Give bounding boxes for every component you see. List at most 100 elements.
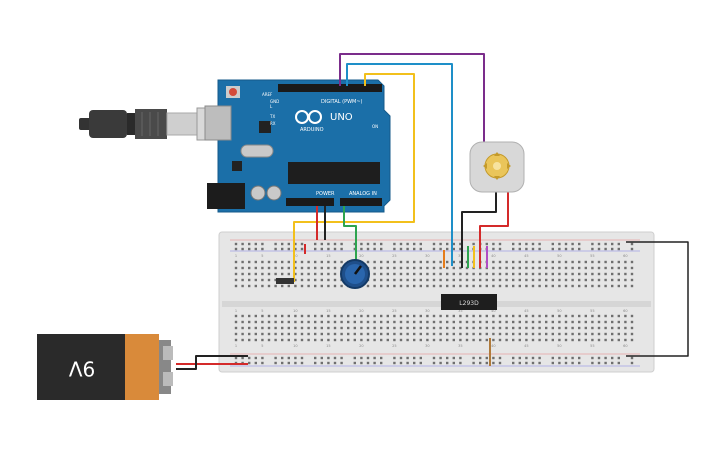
breadboard-hole — [591, 260, 594, 264]
breadboard-hole — [591, 272, 594, 276]
power-header — [286, 198, 334, 206]
breadboard-hole — [465, 332, 469, 336]
breadboard-hole — [558, 272, 561, 276]
breadboard-hole — [360, 247, 363, 251]
wires — [176, 53, 689, 370]
breadboard-hole — [300, 338, 304, 342]
breadboard-hole — [498, 247, 502, 251]
breadboard-hole — [413, 361, 416, 365]
breadboard-hole — [234, 320, 238, 324]
breadboard-hole — [386, 266, 389, 270]
breadboard-hole — [248, 284, 251, 288]
breadboard-hole — [399, 247, 403, 251]
breadboard-hole — [373, 361, 376, 365]
breadboard-hole — [300, 247, 304, 251]
breadboard-hole — [584, 260, 587, 264]
breadboard-hole — [538, 314, 541, 318]
breadboard-hole — [531, 356, 535, 360]
breadboard-hole — [525, 356, 528, 360]
breadboard-hole — [492, 314, 495, 318]
breadboard-hole — [571, 332, 574, 336]
breadboard-hole — [617, 266, 620, 270]
breadboard-hole — [611, 338, 614, 342]
breadboard-column-number: 15 — [326, 309, 330, 313]
breadboard-hole — [406, 338, 409, 342]
wire-yellow — [293, 73, 415, 282]
breadboard-hole — [419, 338, 422, 342]
breadboard-column-number: 15 — [326, 344, 330, 348]
breadboard-hole — [340, 338, 343, 342]
breadboard-hole — [373, 314, 376, 318]
breadboard-hole — [459, 314, 462, 318]
breadboard-hole — [591, 338, 594, 342]
breadboard-hole — [492, 272, 495, 276]
breadboard-hole — [518, 242, 521, 246]
breadboard-hole — [261, 356, 264, 360]
breadboard-hole — [505, 332, 508, 336]
breadboard-hole — [518, 266, 521, 270]
breadboard-hole — [386, 260, 389, 264]
breadboard-hole — [261, 242, 264, 246]
breadboard-hole — [505, 284, 508, 288]
breadboard-hole — [393, 247, 396, 251]
gnd-label: GND — [270, 99, 279, 104]
breadboard-hole — [630, 266, 634, 270]
potentiometer[interactable] — [340, 259, 370, 289]
breadboard-hole — [314, 314, 317, 318]
breadboard-hole — [604, 242, 607, 246]
breadboard-hole — [591, 284, 594, 288]
breadboard-hole — [281, 326, 284, 330]
breadboard-hole — [274, 272, 277, 276]
breadboard-hole — [551, 272, 554, 276]
breadboard-hole — [287, 338, 290, 342]
breadboard-hole — [380, 247, 383, 251]
breadboard-hole — [287, 320, 290, 324]
breadboard-hole — [564, 247, 568, 251]
breadboard-hole — [624, 332, 627, 336]
breadboard-column-number: 45 — [524, 344, 528, 348]
breadboard-hole — [472, 332, 475, 336]
breadboard-hole — [320, 314, 323, 318]
breadboard-hole — [518, 284, 521, 288]
breadboard-hole — [300, 326, 304, 330]
breadboard-hole — [234, 260, 238, 264]
breadboard-hole — [287, 356, 290, 360]
breadboard-hole — [294, 320, 297, 324]
breadboard-hole — [360, 338, 363, 342]
breadboard-hole — [630, 332, 634, 336]
breadboard-hole — [406, 326, 409, 330]
breadboard-hole — [492, 266, 495, 270]
breadboard-column-number: 10 — [293, 309, 297, 313]
breadboard-hole — [347, 320, 350, 324]
breadboard-hole — [406, 266, 409, 270]
breadboard-hole — [261, 247, 264, 251]
breadboard-hole — [479, 278, 482, 282]
wire-green-pot — [343, 206, 357, 262]
breadboard-hole — [300, 356, 304, 360]
breadboard-hole — [498, 272, 502, 276]
breadboard-hole — [571, 320, 574, 324]
breadboard-column-number: 35 — [458, 309, 462, 313]
breadboard-hole — [294, 356, 297, 360]
breadboard-hole — [353, 332, 356, 336]
breadboard-hole — [248, 278, 251, 282]
breadboard-hole — [413, 266, 416, 270]
breadboard-hole — [373, 242, 376, 246]
breadboard-hole — [393, 278, 396, 282]
breadboard-hole — [413, 242, 416, 246]
breadboard-hole — [472, 272, 475, 276]
breadboard-hole — [558, 242, 561, 246]
breadboard-hole — [320, 332, 323, 336]
breadboard-hole — [578, 326, 581, 330]
breadboard-hole — [558, 278, 561, 282]
breadboard-hole — [274, 332, 277, 336]
breadboard-hole — [492, 356, 495, 360]
breadboard-hole — [465, 284, 469, 288]
breadboard-hole — [432, 320, 436, 324]
breadboard-hole — [558, 266, 561, 270]
breadboard-hole — [419, 278, 422, 282]
breadboard-hole — [267, 320, 271, 324]
breadboard-column-number: 20 — [359, 309, 363, 313]
breadboard-column-number: 50 — [557, 344, 561, 348]
breadboard-hole — [459, 266, 462, 270]
